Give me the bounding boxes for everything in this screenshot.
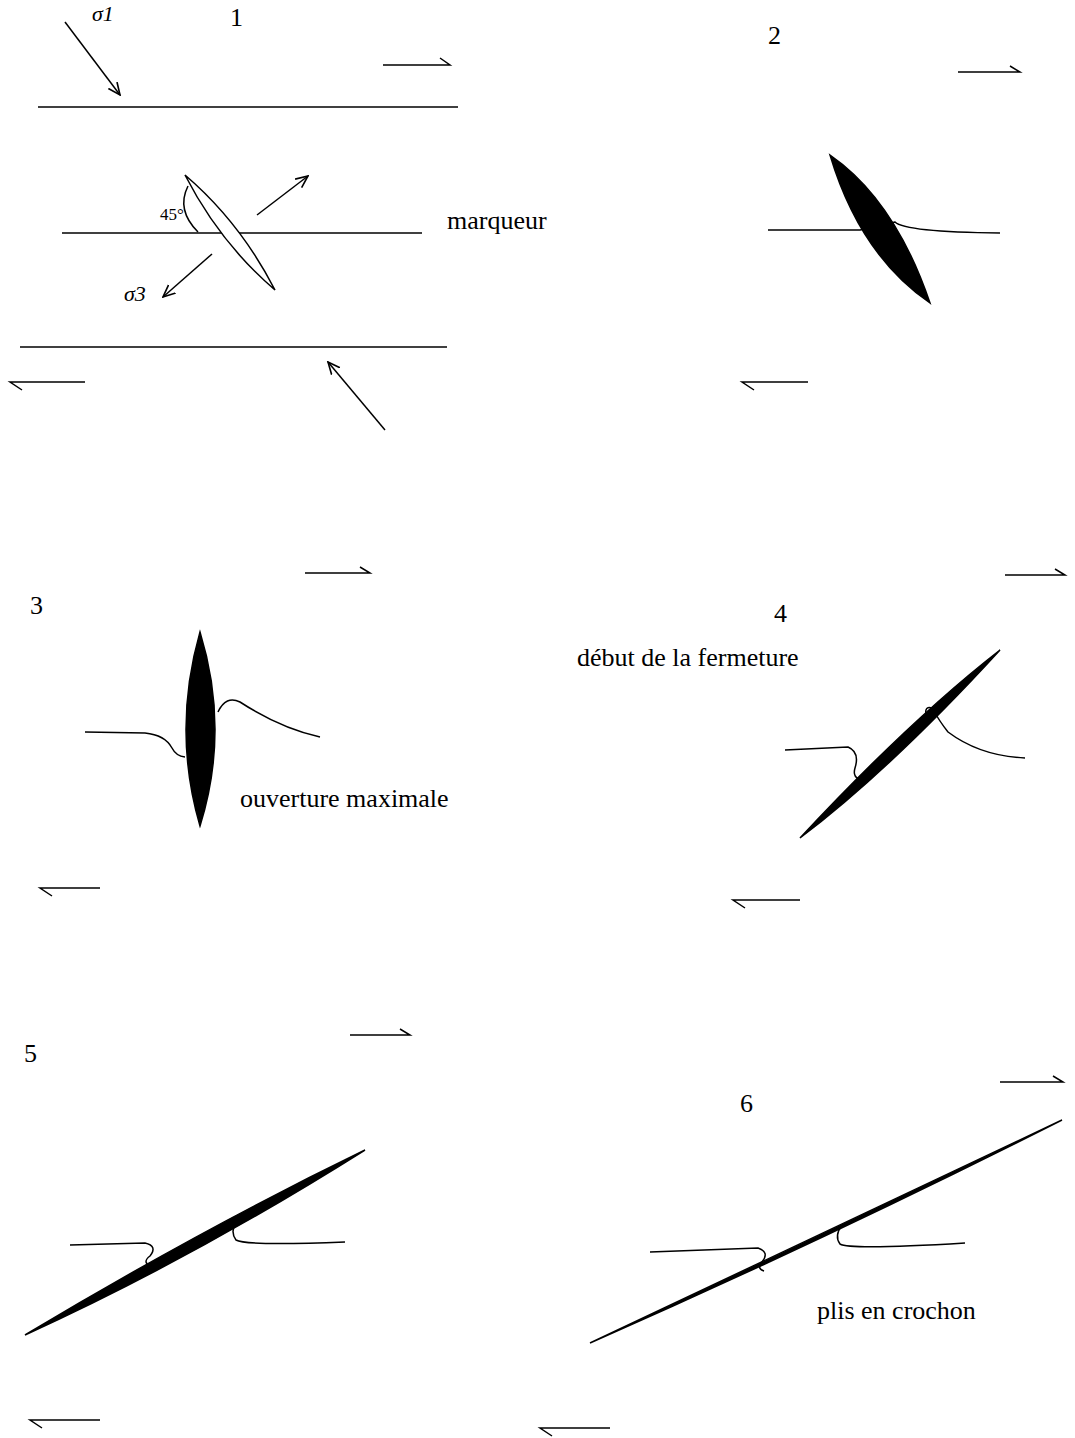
stress-symbol: σ3: [124, 282, 146, 306]
vein: [25, 1150, 365, 1335]
shear-arrow: [742, 382, 808, 390]
panel-number: 1: [230, 4, 243, 33]
vein: [590, 1120, 1062, 1343]
stage-note: début de la fermeture: [577, 644, 799, 673]
stage-note: ouverture maximale: [240, 785, 449, 814]
shear-arrow: [305, 567, 370, 573]
vein: [800, 650, 1000, 838]
sigma3-arrow: [163, 254, 212, 297]
marker-line: [837, 1225, 965, 1247]
shear-arrow: [350, 1029, 410, 1035]
marker-line: [62, 232, 422, 234]
panel-number: 6: [740, 1090, 753, 1119]
sigma1-arrow: [65, 22, 120, 95]
angle-label: 45°: [160, 206, 184, 225]
shear-band-border: [20, 346, 447, 348]
open-vein: [185, 175, 275, 290]
shear-arrow: [958, 66, 1020, 72]
vein: [830, 155, 930, 303]
vein: [186, 632, 215, 826]
shear-arrow: [1005, 569, 1065, 575]
marker-line: [85, 732, 185, 757]
shear-arrow: [1000, 1076, 1063, 1082]
marker-line: [70, 1243, 153, 1266]
shear-band-border: [38, 106, 458, 108]
marker-line: [926, 708, 1025, 758]
marker-line: [650, 1248, 765, 1271]
panel-number: 3: [30, 592, 43, 621]
panel-number: 4: [774, 600, 787, 629]
marker-line: [785, 747, 862, 780]
stage-note: plis en crochon: [817, 1297, 976, 1326]
panel-number: 5: [24, 1040, 37, 1069]
shear-arrow: [30, 1420, 100, 1428]
marker-label: marqueur: [447, 207, 547, 236]
stress-symbol: σ1: [92, 2, 114, 26]
shear-arrow: [40, 888, 100, 896]
shear-arrow: [383, 58, 450, 65]
sigma1-arrow: [328, 362, 385, 430]
shear-arrow: [10, 382, 85, 390]
panel-number: 2: [768, 22, 781, 51]
shear-arrow: [540, 1428, 610, 1436]
marker-line: [218, 700, 320, 737]
marker-line: [233, 1222, 345, 1244]
angle-arc: [184, 186, 198, 232]
sigma3-arrow: [257, 176, 308, 215]
shear-arrow: [733, 900, 800, 908]
